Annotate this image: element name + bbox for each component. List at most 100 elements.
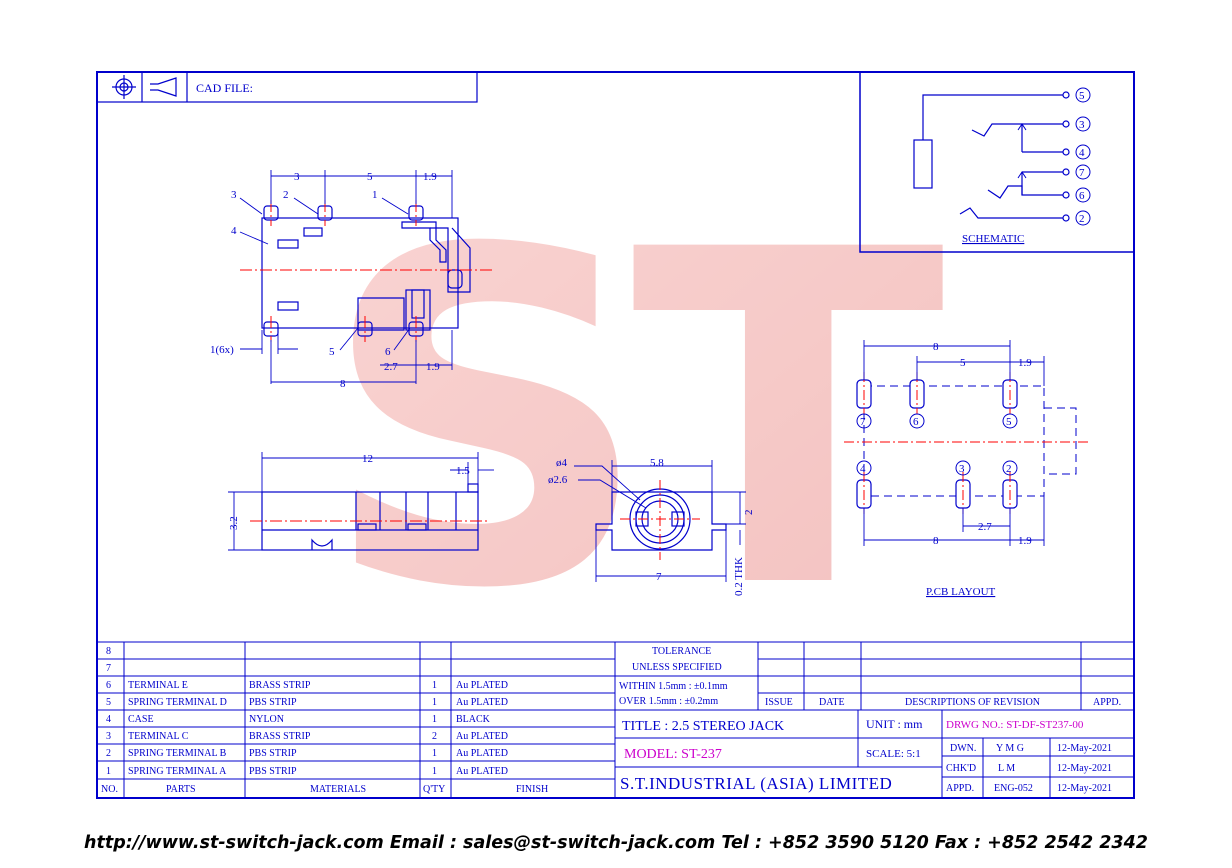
bom-no: 3 [106,731,111,742]
bom-header-parts: PARTS [166,784,196,795]
schematic-label: SCHEMATIC [962,233,1024,245]
appd-date: 12-May-2021 [1057,783,1112,794]
bom-qty: 1 [432,748,437,759]
end-dim-7: 7 [656,571,662,583]
end-dim-5-8: 5.8 [650,457,664,469]
side-pin-label-1: 1 [372,189,378,201]
dwn-value: Y M G [996,743,1024,754]
bom-finish: BLACK [456,714,491,725]
bom-finish: Au PLATED [456,766,508,777]
bom-qty: 1 [432,697,437,708]
cad-file-label: CAD FILE: [196,81,253,95]
pcb-pin-6: 6 [913,416,919,428]
schematic-pin-markers [1062,91,1070,222]
pcb-dim-2-7: 2.7 [978,521,992,533]
unit-field: UNIT : mm [866,717,923,731]
side-pin-label-4: 4 [231,225,237,237]
pcb-pin-2: 2 [1006,463,1012,475]
front-dim-3-2: 3.2 [228,516,240,530]
bom-no: 4 [106,714,111,725]
revision-desc-header: DESCRIPTIONS OF REVISION [905,697,1040,708]
pcb-dim-1-9: 1.9 [1018,357,1032,369]
side-pin-label-5: 5 [329,346,335,358]
end-dim-dia-4: ø4 [556,457,568,469]
schematic-pin-numbers [1075,87,1091,226]
contact-footer: http://www.st-switch-jack.com Email : sa… [84,833,1148,853]
pcb-pin-number-circles [856,413,1018,476]
end-dim-dia-2-6: ø2.6 [548,474,568,486]
bom-material: PBS STRIP [249,697,297,708]
pcb-layout-label: P.CB LAYOUT [926,586,996,598]
bom-no: 6 [106,680,111,691]
revision-issue-header: ISSUE [765,697,793,708]
side-dim-5: 5 [367,171,373,183]
bom-qty: 2 [432,731,437,742]
chk-value: L M [998,763,1015,774]
scale-field: SCALE: 5:1 [866,748,921,760]
side-dim-2-7: 2.7 [384,361,398,373]
bom-part: SPRING TERMINAL B [128,748,227,759]
pcb-dim-8: 8 [933,341,939,353]
bom-header-materials: MATERIALS [310,784,366,795]
pcb-outline [863,385,1077,497]
schematic-box [859,71,1135,253]
schematic-pin-2: 2 [1079,213,1085,225]
pcb-dimension-lines [863,340,1045,546]
front-dim-1-5: 1.5 [456,465,470,477]
schematic-pin-7: 7 [1079,167,1085,179]
title-block-grid [614,641,1135,799]
bom-qty: 1 [432,714,437,725]
pcb-pin-5: 5 [1006,416,1012,428]
pcb-pin-4: 4 [860,463,866,475]
bom-no: 1 [106,766,111,777]
bom-material: BRASS STRIP [249,680,311,691]
end-view-dimension-lines [574,460,746,582]
dwn-date: 12-May-2021 [1057,743,1112,754]
dwn-label: DWN. [950,743,976,754]
front-dim-12: 12 [362,453,373,465]
side-dim-1x6: 1(6x) [210,344,234,356]
schematic-pin-6: 6 [1079,190,1085,202]
cad-file-box [96,71,478,103]
bom-part: SPRING TERMINAL D [128,697,227,708]
drawing-number: DRWG NO.: ST-DF-ST237-00 [946,719,1084,731]
model-number: MODEL: ST-237 [624,747,722,762]
bom-part: TERMINAL E [128,680,188,691]
bom-no: 8 [106,646,111,657]
bom-no: 7 [106,663,111,674]
bom-finish: Au PLATED [456,731,508,742]
bom-material: PBS STRIP [249,766,297,777]
side-view-centerlines [240,200,492,342]
tolerance-subtitle: UNLESS SPECIFIED [632,662,722,673]
side-pin-label-3: 3 [231,189,237,201]
end-dim-2: 2 [743,510,755,516]
bom-material: PBS STRIP [249,748,297,759]
bom-material: BRASS STRIP [249,731,311,742]
bom-finish: Au PLATED [456,748,508,759]
pcb-pin-3: 3 [959,463,965,475]
appd-value: ENG-052 [994,783,1033,794]
bom-part: TERMINAL C [128,731,189,742]
bom-finish: Au PLATED [456,697,508,708]
revision-date-header: DATE [819,697,845,708]
side-dim-3: 3 [294,171,300,183]
side-view-dimension-lines [239,170,453,384]
bom-rows: 8 7 6 TERMINAL E BRASS STRIP 1 Au PLATED… [101,646,548,795]
bom-header-qty: Q'TY [423,784,445,795]
tolerance-title: TOLERANCE [652,646,711,657]
bom-no: 2 [106,748,111,759]
chk-date: 12-May-2021 [1057,763,1112,774]
bom-qty: 1 [432,680,437,691]
end-dim-thk: 0.2 THK [733,557,745,596]
tolerance-over: OVER 1.5mm : ±0.2mm [619,696,718,707]
bom-material: NYLON [249,714,284,725]
drawing-title: TITLE : 2.5 STEREO JACK [622,719,784,734]
pcb-pin-7: 7 [860,416,866,428]
tolerance-within: WITHIN 1.5mm : ±0.1mm [619,681,728,692]
schematic-pin-3: 3 [1079,119,1085,131]
side-pin-label-2: 2 [283,189,289,201]
bom-table-grid [96,641,616,799]
revision-appd-header: APPD. [1093,697,1121,708]
bom-qty: 1 [432,766,437,777]
